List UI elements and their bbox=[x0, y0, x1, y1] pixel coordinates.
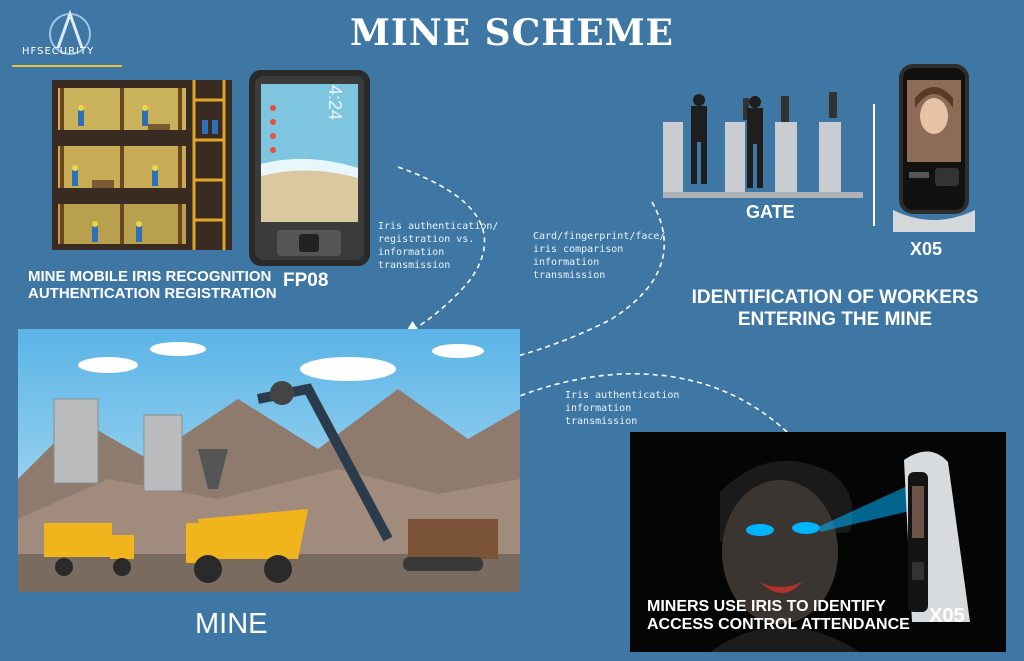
fp08-tablet bbox=[249, 70, 370, 266]
x05-top-label: X05 bbox=[910, 239, 943, 259]
flow3-text: Iris authentication information transmis… bbox=[565, 389, 679, 428]
flow1-line4: transmission bbox=[378, 260, 451, 271]
flow2-line1: Card/fingerprint/face/ bbox=[533, 231, 666, 242]
flow2-line2: iris comparison bbox=[533, 244, 624, 255]
underground-mine-illustration bbox=[52, 80, 232, 250]
flow1-line1: Iris authentication/ bbox=[378, 221, 499, 232]
divider-line bbox=[873, 104, 875, 226]
right-caption-line1: IDENTIFICATION OF WORKERS bbox=[691, 287, 979, 308]
logo-text: HFSECURITY bbox=[22, 46, 95, 57]
x05-bottom-label: X05 bbox=[929, 605, 965, 627]
arrow-gate-to-mine bbox=[502, 201, 666, 364]
mine-scene-illustration bbox=[18, 329, 520, 592]
flow3-line2: information bbox=[565, 403, 632, 414]
bottom-caption-line2: ACCESS CONTROL ATTENDANCE bbox=[647, 616, 910, 633]
fp08-label: FP08 bbox=[283, 270, 329, 291]
flow3-line3: transmission bbox=[565, 416, 638, 427]
bottom-caption-line1: MINERS USE IRIS TO IDENTIFY bbox=[647, 598, 886, 615]
mine-label: MINE bbox=[195, 608, 268, 640]
flow2-line3: information bbox=[533, 257, 600, 268]
right-top-caption: IDENTIFICATION OF WORKERS ENTERING THE M… bbox=[660, 287, 1010, 331]
gate-label: GATE bbox=[746, 202, 795, 222]
flow1-line2: registration vs. bbox=[378, 234, 475, 245]
flow3-line1: Iris authentication bbox=[565, 390, 680, 401]
flow2-line4: transmission bbox=[533, 270, 606, 281]
bottom-right-caption: MINERS USE IRIS TO IDENTIFY ACCESS CONTR… bbox=[647, 598, 910, 634]
x05-device-top bbox=[893, 64, 975, 232]
left-caption-line1: MINE MOBILE IRIS RECOGNITION bbox=[28, 268, 272, 285]
hfsecurity-logo bbox=[12, 9, 122, 67]
gate-turnstile-illustration bbox=[663, 92, 863, 198]
right-caption-line2: ENTERING THE MINE bbox=[737, 309, 933, 330]
flow1-text: Iris authentication/ registration vs. in… bbox=[378, 220, 498, 272]
flow2-text: Card/fingerprint/face/ iris comparison i… bbox=[533, 230, 665, 282]
left-top-caption: MINE MOBILE IRIS RECOGNITION AUTHENTICAT… bbox=[28, 268, 277, 302]
page-title: MINE SCHEME bbox=[350, 12, 674, 54]
left-caption-line2: AUTHENTICATION REGISTRATION bbox=[28, 285, 277, 302]
miner-iris-scan-illustration bbox=[630, 432, 1006, 652]
flow1-line3: information bbox=[378, 247, 445, 258]
arrow-miner-to-mine bbox=[497, 372, 788, 433]
arrow-fp08-to-mine bbox=[397, 166, 486, 337]
